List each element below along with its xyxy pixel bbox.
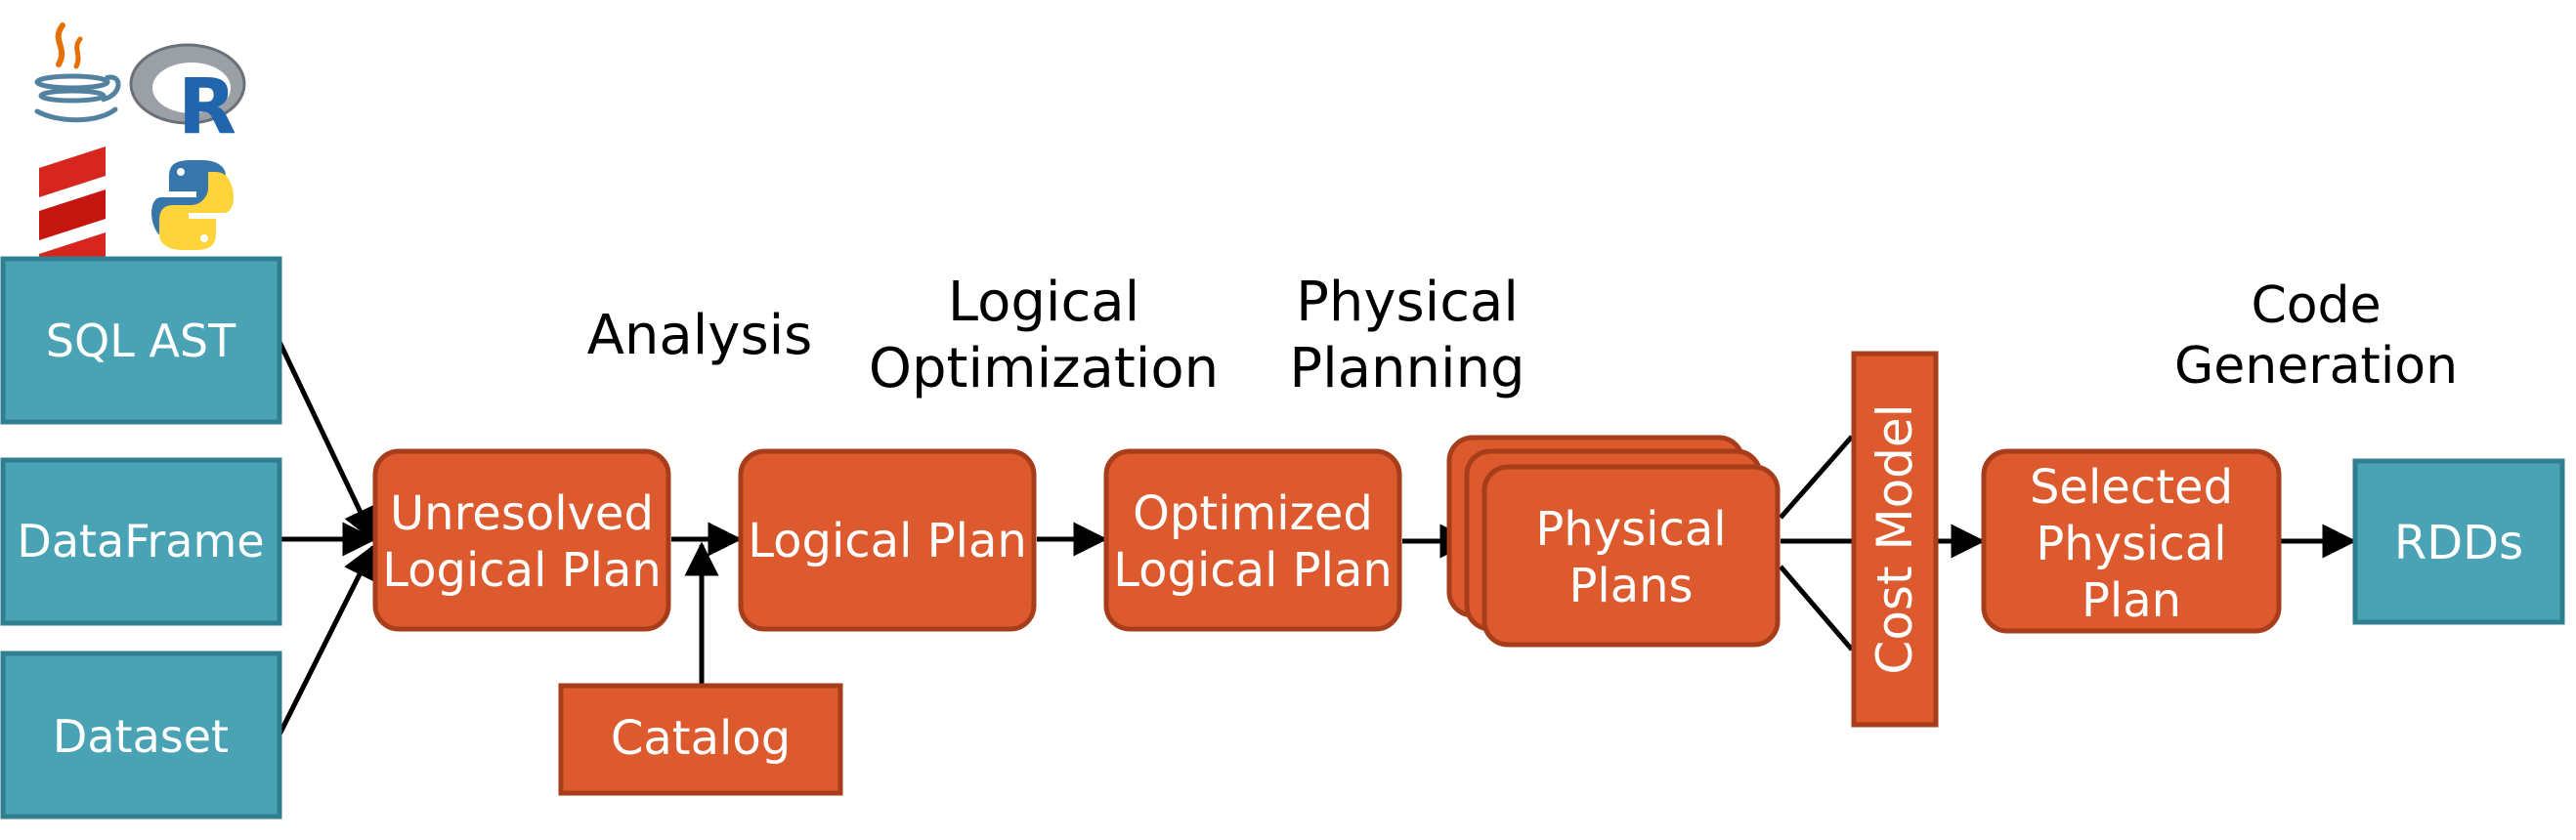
unresolved-line2: Logical Plan [382, 543, 662, 598]
optimized-line1: Optimized [1133, 486, 1373, 541]
python-logo-icon [151, 160, 234, 250]
stage-logical-optimization-line1: Logical [948, 271, 1139, 334]
input-dataframe-label: DataFrame [17, 515, 264, 567]
stage-physical-planning-line1: Physical [1296, 271, 1519, 334]
unresolved-line1: Unresolved [390, 486, 654, 541]
box-cost-model: Cost Model [1851, 351, 1939, 728]
input-dataframe: DataFrame [0, 457, 282, 626]
stage-code-generation-line2: Generation [2174, 337, 2458, 396]
stage-logical-optimization-line2: Optimization [869, 337, 1219, 400]
input-sql-ast-label: SQL AST [46, 315, 236, 367]
optimized-line2: Logical Plan [1113, 543, 1393, 598]
input-dataset: Dataset [0, 651, 282, 819]
connectors [277, 340, 2357, 736]
java-logo-icon [34, 22, 121, 123]
box-physical-plans-stack: Physical Plans [1446, 435, 1781, 648]
catalog-label: Catalog [611, 711, 791, 766]
selected-line2: Physical [2036, 517, 2226, 571]
arrow-sqlast-to-unresolved [277, 340, 376, 543]
box-rdds: RDDs [2352, 458, 2565, 625]
line-physical-to-costmodel-bot [1779, 565, 1854, 651]
logical-plan-label: Logical Plan [748, 514, 1027, 568]
physical-plans-line2: Plans [1568, 559, 1693, 613]
box-selected-physical-plan: Selected Physical Plan [1981, 448, 2282, 634]
cost-model-label: Cost Model [1867, 403, 1923, 674]
arrow-dataset-to-unresolved [277, 543, 376, 736]
input-dataset-label: Dataset [53, 710, 229, 763]
stage-code-generation-line1: Code [2251, 276, 2381, 335]
box-catalog: Catalog [558, 683, 843, 796]
rdds-label: RDDs [2394, 516, 2523, 570]
selected-line1: Selected [2030, 460, 2233, 515]
box-unresolved-logical-plan: Unresolved Logical Plan [372, 448, 671, 632]
r-logo-icon: R [129, 43, 246, 151]
line-physical-to-costmodel-top [1779, 435, 1854, 520]
svg-text:R: R [178, 63, 236, 151]
physical-plans-line1: Physical [1535, 502, 1726, 557]
stage-physical-planning-line2: Planning [1289, 337, 1524, 400]
selected-line3: Plan [2082, 573, 2181, 628]
box-optimized-logical-plan: Optimized Logical Plan [1103, 448, 1402, 632]
stage-analysis: Analysis [587, 304, 813, 367]
box-logical-plan: Logical Plan [738, 448, 1037, 632]
input-sql-ast: SQL AST [0, 256, 282, 425]
